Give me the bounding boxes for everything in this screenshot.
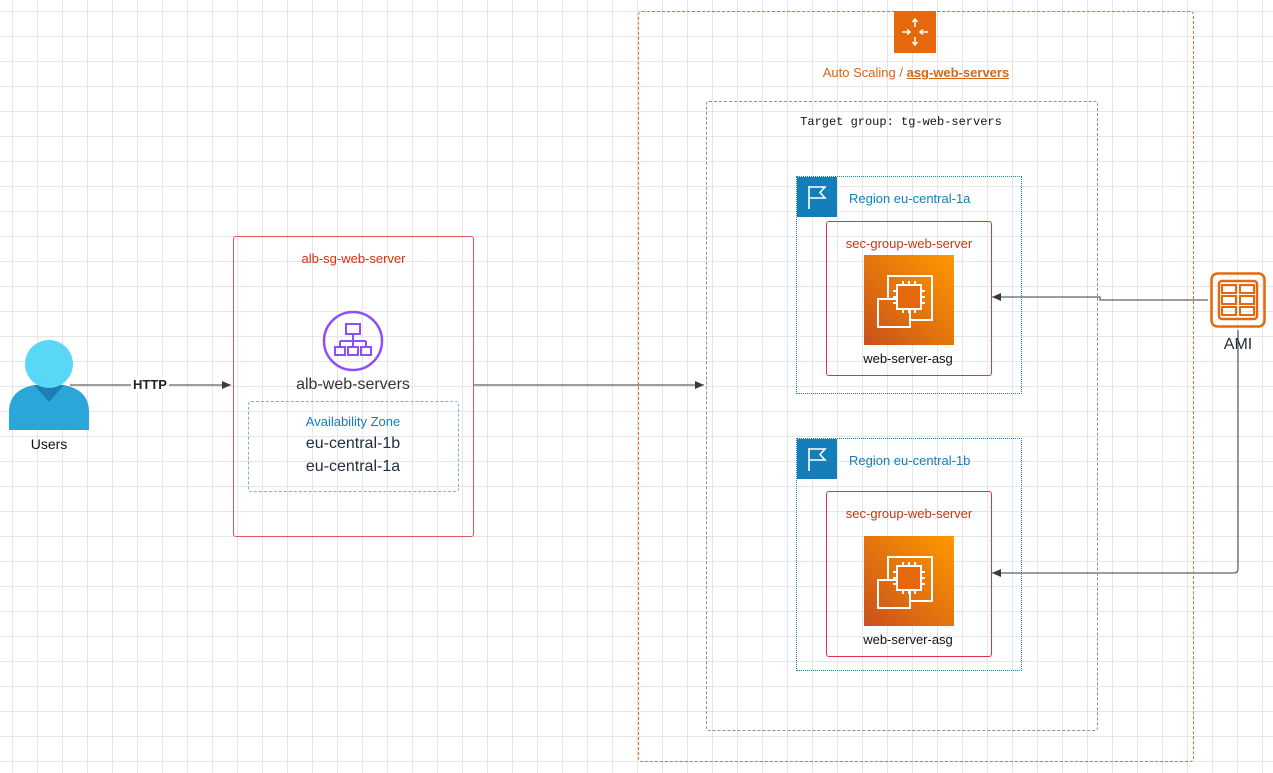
region-label: Region eu-central-1b — [849, 453, 971, 468]
load-balancer-name: alb-web-servers — [296, 376, 410, 393]
region-flag-icon — [797, 439, 837, 479]
load-balancer-icon[interactable] — [322, 310, 384, 372]
user-icon — [9, 340, 89, 430]
ec2-instance-icon[interactable] — [864, 255, 954, 345]
http-edge-label: HTTP — [131, 377, 169, 392]
auto-scaling-group-title: Auto Scaling / asg-web-servers — [680, 65, 1152, 80]
auto-scaling-prefix: Auto Scaling / — [822, 65, 907, 80]
region-eu-central-1b[interactable]: Region eu-central-1b — [796, 438, 1022, 671]
ami-icon[interactable] — [1210, 272, 1266, 328]
security-group-web-server[interactable]: sec-group-web-server — [826, 221, 992, 376]
auto-scaling-icon — [894, 11, 936, 53]
region-flag-icon — [797, 177, 837, 217]
security-group-label: sec-group-web-server — [845, 506, 973, 521]
ec2-instance-label: web-server-asg — [863, 351, 953, 366]
ec2-instance-label: web-server-asg — [863, 632, 953, 647]
alb-security-group[interactable]: alb-sg-web-server — [233, 236, 474, 537]
users-node[interactable]: Users — [6, 338, 92, 458]
availability-zone-title: Availability Zone — [305, 414, 401, 429]
region-label: Region eu-central-1a — [849, 191, 971, 206]
ec2-instance-icon[interactable] — [864, 536, 954, 626]
alb-security-group-label: alb-sg-web-server — [301, 251, 406, 266]
availability-zone-box[interactable] — [248, 401, 459, 492]
ami-label: AMI — [1223, 336, 1253, 353]
target-group-label: Target group: tg-web-servers — [800, 115, 1002, 129]
security-group-label: sec-group-web-server — [845, 236, 973, 251]
users-label: Users — [30, 436, 68, 452]
availability-zone-item: eu-central-1a — [305, 458, 401, 475]
availability-zone-item: eu-central-1b — [305, 435, 401, 452]
region-eu-central-1a[interactable]: Region eu-central-1a — [796, 176, 1022, 394]
auto-scaling-group-name-link[interactable]: asg-web-servers — [906, 65, 1010, 80]
target-group[interactable] — [706, 101, 1098, 731]
security-group-web-server[interactable]: sec-group-web-server — [826, 491, 992, 657]
